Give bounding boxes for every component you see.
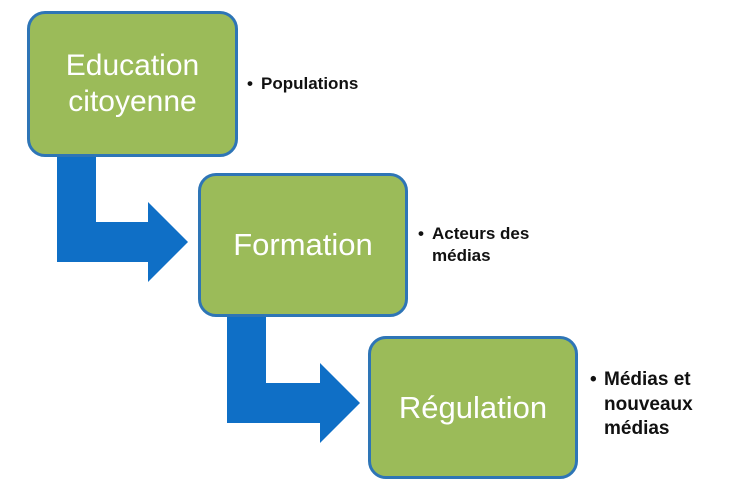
note-text: Populations [261,74,359,93]
bullet-icon: • [418,224,424,243]
step-box-education-citoyenne: Education citoyenne [27,11,238,157]
bullet-icon: • [247,74,253,93]
note-acteurs-des-medias: • Acteurs des médias [418,223,572,267]
note-text: Acteurs des médias [432,224,530,266]
step-label: Régulation [398,389,548,425]
arrow-education-to-formation [57,157,188,282]
note-text: Médias et nouveaux médias [604,369,693,440]
step-box-formation: Formation [198,173,408,317]
step-label-line: citoyenne [68,85,197,118]
note-medias-et-nouveaux-medias: • Médias et nouveaux médias [590,368,750,442]
note-populations: • Populations [247,73,358,95]
bullet-icon: • [590,369,597,390]
step-label: Formation [233,227,373,263]
step-box-regulation: Régulation [368,336,578,479]
step-label-line: Education [65,49,200,82]
arrow-formation-to-regulation [227,317,360,443]
